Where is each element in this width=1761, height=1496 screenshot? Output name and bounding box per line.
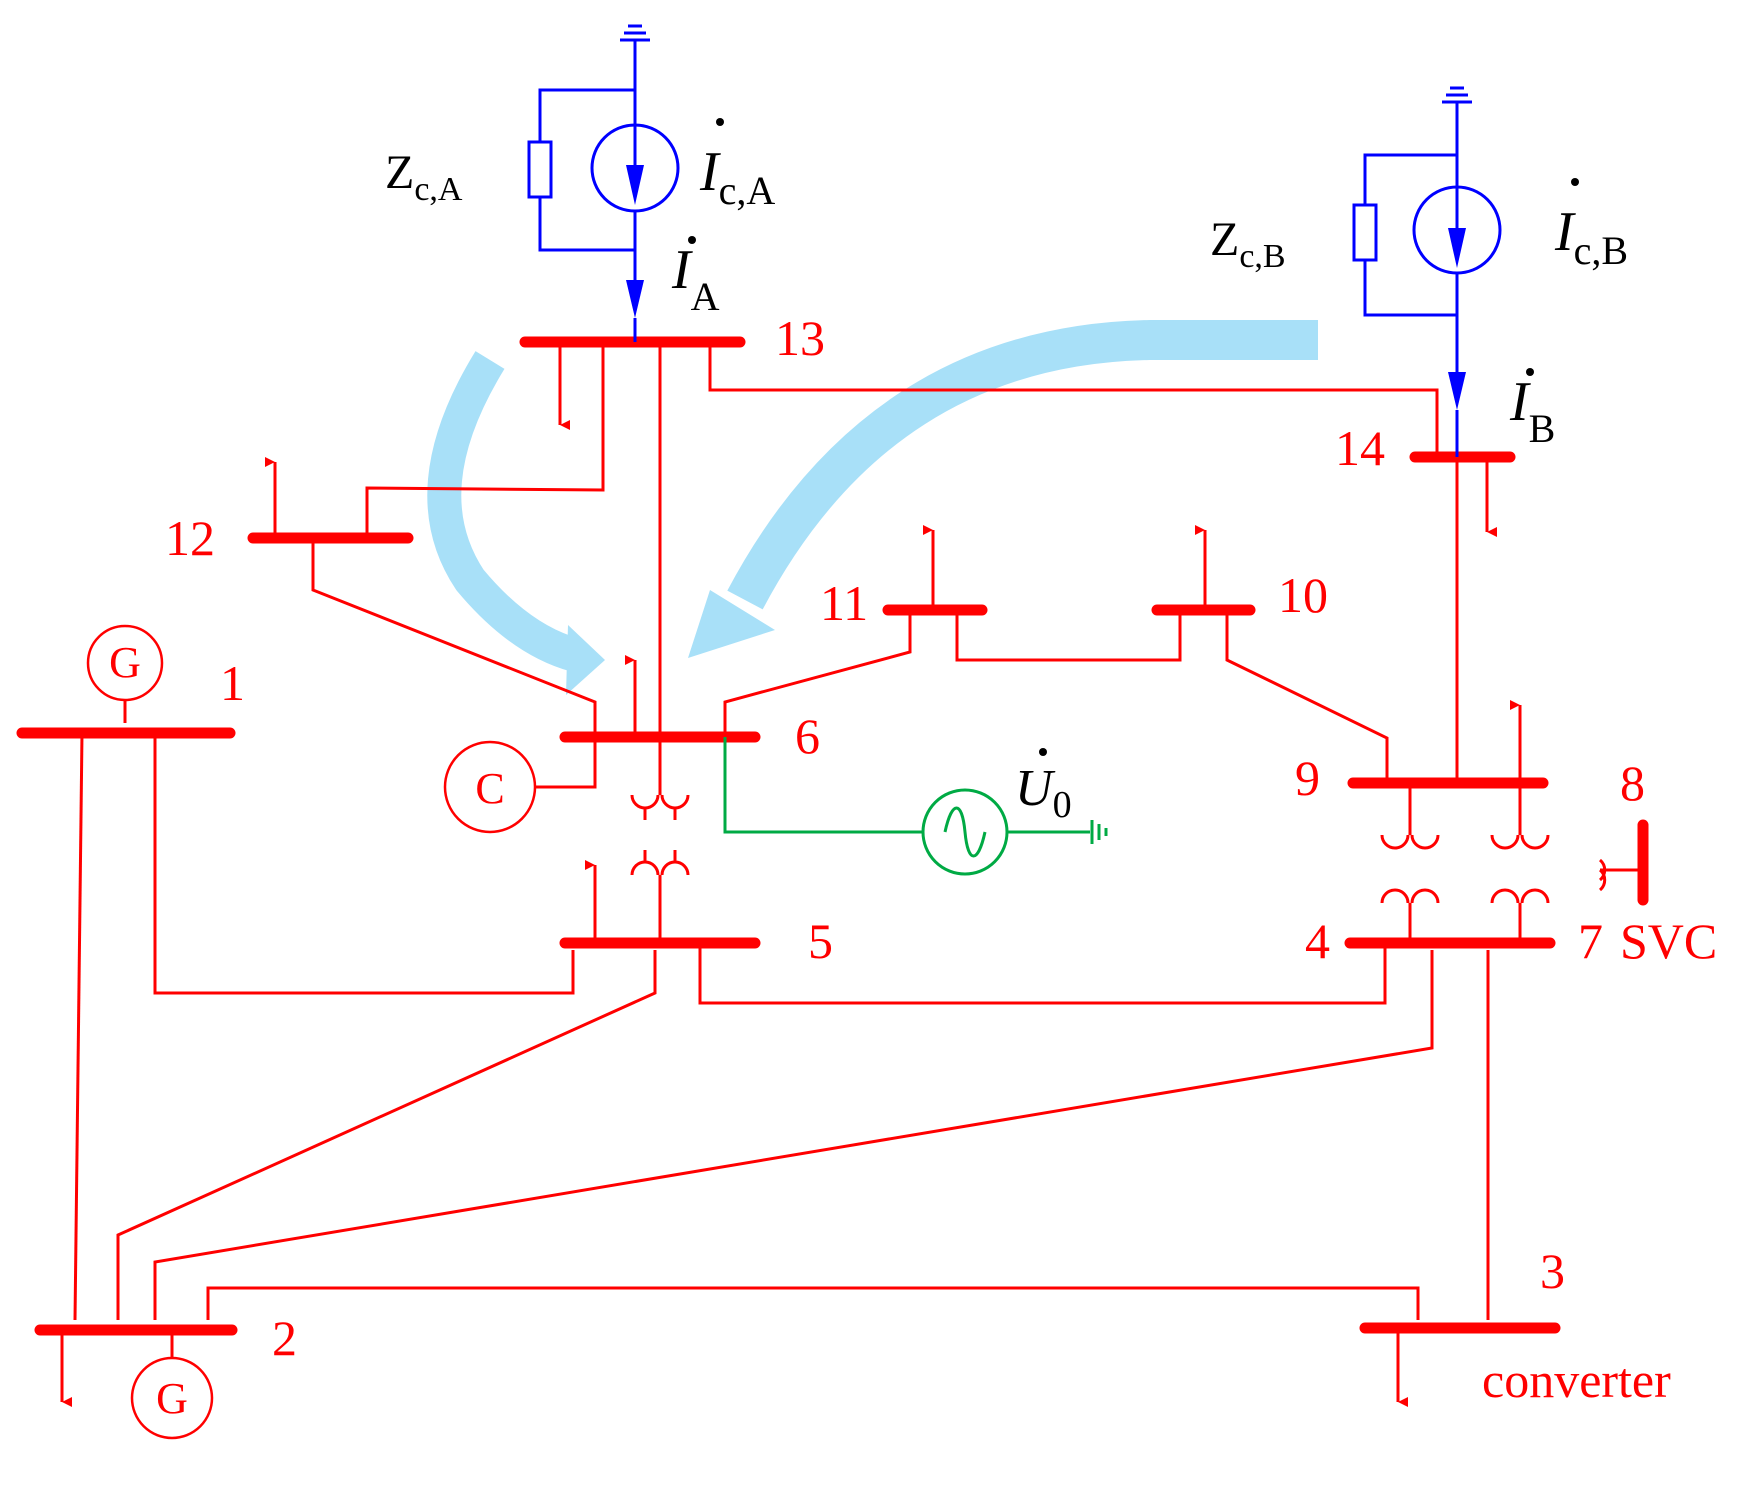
zca-label: Zc,A bbox=[385, 146, 463, 208]
ia-dot bbox=[688, 236, 696, 244]
line-1-2 bbox=[73, 732, 84, 1321]
icb-label: Ic,B bbox=[1554, 201, 1628, 273]
u0-label: U0 bbox=[1015, 760, 1072, 826]
line-2-5 bbox=[116, 950, 657, 1320]
line-11-10 bbox=[955, 610, 1182, 662]
svc-label: SVC bbox=[1620, 913, 1717, 969]
line-1-5 bbox=[153, 733, 575, 995]
bus-label-10: 10 bbox=[1278, 567, 1328, 623]
load-arrows bbox=[60, 342, 1522, 1407]
bus-label-3: 3 bbox=[1540, 1243, 1565, 1299]
generator-1: G bbox=[86, 624, 164, 702]
u0-dot bbox=[1039, 748, 1047, 756]
bus-bars bbox=[16, 336, 1649, 1336]
bus-label-7: 7 bbox=[1578, 913, 1603, 969]
transformer-9-4 bbox=[1380, 834, 1440, 904]
transmission-lines bbox=[73, 342, 1522, 1358]
line-12-13 bbox=[365, 342, 605, 538]
ica-label: Ic,A bbox=[699, 141, 775, 213]
transformer-6-5 bbox=[630, 794, 690, 876]
bus-label-11: 11 bbox=[820, 575, 868, 631]
converter-label: converter bbox=[1482, 1352, 1671, 1408]
flow-arrow-left bbox=[427, 351, 605, 695]
line-5-4 bbox=[698, 943, 1387, 1005]
bus-label-9: 9 bbox=[1295, 750, 1320, 806]
generator-2: G bbox=[130, 1356, 214, 1440]
injection-a: Zc,A Ic,A IA bbox=[385, 24, 775, 342]
flow-arrow-right bbox=[688, 320, 1318, 658]
bus-label-4: 4 bbox=[1305, 913, 1330, 969]
zcb-label: Zc,B bbox=[1210, 213, 1286, 275]
bus-label-13: 13 bbox=[775, 310, 825, 366]
bus-label-12: 12 bbox=[165, 510, 215, 566]
icb-dot bbox=[1571, 178, 1579, 186]
generator-2-label: G bbox=[156, 1374, 188, 1423]
generator-1-label: G bbox=[109, 638, 141, 687]
line-6-12 bbox=[311, 538, 597, 737]
bus-label-1: 1 bbox=[220, 655, 245, 711]
ib-label: IB bbox=[1509, 371, 1555, 451]
bus-label-6: 6 bbox=[795, 708, 820, 764]
bus-labels: 1 2 3 4 5 6 7 8 9 10 11 12 13 14 SVC con… bbox=[165, 310, 1717, 1408]
transformer-9-7 bbox=[1490, 834, 1645, 904]
condenser-label: C bbox=[475, 764, 504, 813]
line-13-14 bbox=[708, 342, 1439, 457]
line-6-11 bbox=[723, 610, 912, 737]
ia-label: IA bbox=[671, 239, 720, 319]
bus-label-5: 5 bbox=[808, 913, 833, 969]
injection-b: Zc,B Ic,B IB bbox=[1210, 86, 1628, 457]
condenser: C bbox=[443, 740, 537, 834]
bus-label-2: 2 bbox=[272, 1310, 297, 1366]
line-2-3 bbox=[206, 1286, 1420, 1320]
line-2-4 bbox=[153, 950, 1434, 1320]
line-10-9 bbox=[1225, 610, 1389, 783]
line-6-condenser bbox=[535, 737, 597, 789]
voltage-source-u0: U0 bbox=[723, 737, 1108, 876]
bus-label-14: 14 bbox=[1335, 420, 1385, 476]
ib-dot bbox=[1526, 368, 1534, 376]
ica-dot bbox=[716, 118, 724, 126]
bus-label-8: 8 bbox=[1620, 755, 1645, 811]
